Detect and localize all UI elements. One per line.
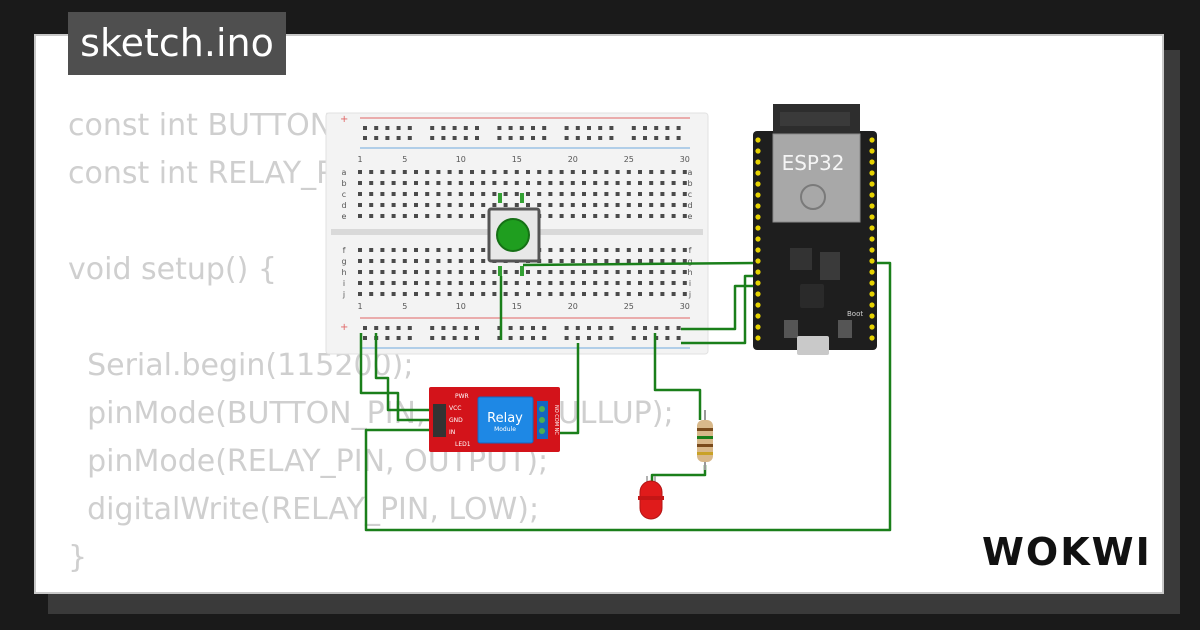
wires: [359, 261, 892, 532]
wire-button-to-gpio: [522, 261, 757, 267]
push-button[interactable]: [487, 193, 541, 276]
breadboard-holes: [358, 126, 687, 340]
breadboard-row-letter: h: [341, 268, 346, 277]
breadboard-column-number: 5: [402, 155, 407, 164]
breadboard-column-number: 25: [624, 302, 634, 311]
breadboard-column-number: 15: [512, 155, 522, 164]
wire-rail-to-relay-com: [547, 343, 580, 435]
breadboard-column-number: 30: [680, 302, 690, 311]
breadboard-row-letter: c: [342, 190, 346, 199]
relay-pin-header: [433, 404, 446, 437]
relay-subtitle: Module: [494, 426, 516, 433]
boot-button[interactable]: [784, 320, 798, 338]
file-tab[interactable]: sketch.ino: [68, 12, 286, 75]
breadboard-row-letter: j: [342, 290, 345, 299]
breadboard-row-letter: f: [689, 246, 692, 255]
breadboard-row-letter: f: [343, 246, 346, 255]
relay-pin-vcc: VCC: [449, 405, 461, 412]
usb-port[interactable]: [797, 336, 829, 355]
breadboard-row-letter: a: [342, 168, 347, 177]
breadboard-column-number: 25: [624, 155, 634, 164]
breadboard-column-number: 30: [680, 155, 690, 164]
wire-rail-to-resistor: [653, 333, 702, 420]
esp32-label: ESP32: [782, 151, 845, 175]
wokwi-logo: WOKWI: [982, 530, 1148, 574]
button-cap[interactable]: [496, 218, 530, 252]
red-led[interactable]: [638, 476, 664, 520]
breadboard-column-number: 10: [456, 302, 466, 311]
breadboard-column-number: 10: [456, 155, 466, 164]
code-line: void setup() {: [68, 252, 277, 287]
code-line: digitalWrite(RELAY_PIN, LOW);: [68, 492, 540, 527]
breadboard-row-letter: a: [688, 168, 693, 177]
wire-resistor-to-led: [650, 465, 707, 485]
breadboard-column-number: 20: [568, 302, 578, 311]
relay-terminal-labels: NO COM NC: [553, 405, 559, 435]
breadboard-row-letter: j: [688, 290, 691, 299]
breadboard-row-letter: g: [687, 257, 692, 266]
breadboard-row-letter: g: [341, 257, 346, 266]
relay-module[interactable]: Relay Module VCC GND IN PWR LED1 NO COM …: [429, 387, 560, 452]
resistor[interactable]: [697, 410, 713, 470]
code-line: }: [68, 540, 88, 575]
rail-plus-label-bottom: +: [340, 322, 348, 333]
relay-pin-in: IN: [449, 429, 455, 436]
wire-rail-to-relay-gnd: [359, 333, 440, 422]
breadboard-row-letter: e: [688, 212, 693, 221]
breadboard-row-letter: d: [687, 201, 692, 210]
espressif-logo-icon: [800, 184, 826, 210]
wire-relay-in-to-esp32: [364, 261, 892, 532]
relay-pwr-label: PWR: [455, 393, 469, 400]
breadboard-row-letter: e: [342, 212, 347, 221]
rail-plus-label: +: [340, 114, 348, 125]
breadboard-column-number: 20: [568, 155, 578, 164]
boot-label: Boot: [847, 310, 863, 318]
breadboard-column-number: 15: [512, 302, 522, 311]
code-preview: const int BUTTON_PIN = 14;const int RELA…: [68, 102, 674, 582]
breadboard-row-letter: i: [689, 279, 691, 288]
breadboard-column-number: 1: [357, 302, 362, 311]
breadboard-row-letter: b: [341, 179, 346, 188]
breadboard-column-number: 5: [402, 302, 407, 311]
esp32-pin-headers: [755, 137, 875, 341]
relay-led-label: LED1: [455, 441, 471, 448]
wire-rail-to-esp32-b: [681, 274, 756, 345]
wire-rail-to-relay-vcc: [374, 333, 440, 412]
relay-pin-gnd: GND: [449, 417, 463, 424]
breadboard-row-letter: h: [687, 268, 692, 277]
breadboard-column-number: 1: [357, 155, 362, 164]
esp32-board[interactable]: ESP32 Boot: [753, 104, 877, 355]
breadboard-row-letter: i: [343, 279, 345, 288]
breadboard-row-letter: c: [688, 190, 692, 199]
relay-title: Relay: [487, 411, 523, 426]
breadboard-row-letter: d: [341, 201, 346, 210]
code-line: pinMode(RELAY_PIN, OUTPUT);: [68, 444, 549, 479]
breadboard-row-letter: b: [687, 179, 692, 188]
reset-button[interactable]: [838, 320, 852, 338]
wokwi-logo-text: WOKWI: [982, 530, 1148, 574]
